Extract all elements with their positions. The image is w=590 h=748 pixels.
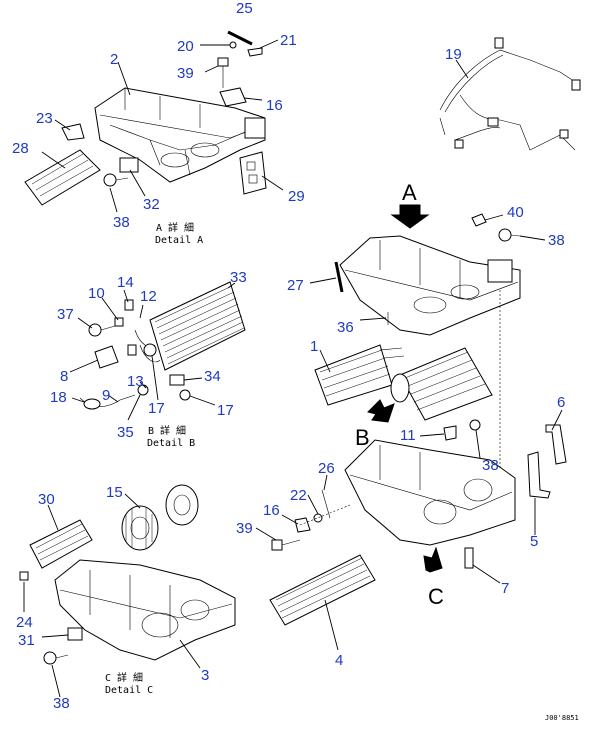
label-5: 5 (530, 533, 538, 550)
main-unit-assembly (269, 204, 567, 626)
detail-c-assembly (19, 484, 236, 665)
detail-c-caption-jp: C 詳 細 (105, 671, 143, 684)
label-10: 10 (88, 285, 105, 302)
label-4: 4 (335, 652, 343, 669)
label-12: 12 (140, 288, 157, 305)
label-38b: 38 (548, 232, 565, 249)
detail-a-assembly (24, 30, 267, 206)
label-17a: 17 (148, 400, 165, 417)
label-17b: 17 (217, 402, 234, 419)
label-15: 15 (106, 484, 123, 501)
detail-b-leaders (69, 282, 236, 421)
label-36: 36 (337, 319, 354, 336)
wire-harness-19 (439, 37, 581, 151)
label-6: 6 (557, 394, 565, 411)
label-30: 30 (38, 491, 55, 508)
detail-a-caption-en: Detail A (155, 235, 203, 246)
detail-captions: A 詳 細 Detail A B 詳 細 Detail B C 詳 細 Deta… (105, 221, 203, 696)
label-19: 19 (445, 46, 462, 63)
detail-b-caption-jp: B 詳 細 (148, 424, 186, 437)
label-39b: 39 (236, 520, 253, 537)
view-letter-b: B (355, 425, 370, 450)
label-25: 25 (236, 0, 253, 17)
label-14: 14 (117, 274, 134, 291)
detail-a-leaders (41, 39, 284, 213)
part-number-labels: 25 20 21 2 39 16 23 28 32 29 38 19 40 38… (12, 0, 565, 712)
label-7: 7 (501, 580, 509, 597)
drawing-code: J00'8851 (545, 714, 579, 722)
label-8: 8 (60, 368, 68, 385)
label-27: 27 (287, 277, 304, 294)
label-16a: 16 (266, 97, 283, 114)
label-23: 23 (36, 110, 53, 127)
label-33: 33 (230, 269, 247, 286)
label-38a: 38 (113, 214, 130, 231)
label-24: 24 (16, 614, 33, 631)
label-38d: 38 (53, 695, 70, 712)
detail-c-caption-en: Detail C (105, 685, 153, 696)
label-16b: 16 (263, 502, 280, 519)
label-18: 18 (50, 389, 67, 406)
view-letter-a: A (402, 180, 417, 205)
view-letter-c: C (428, 584, 444, 609)
label-38c: 38 (482, 457, 499, 474)
label-39a: 39 (177, 65, 194, 82)
label-37: 37 (57, 306, 74, 323)
label-3: 3 (201, 667, 209, 684)
label-28: 28 (12, 140, 29, 157)
label-35: 35 (117, 424, 134, 441)
main-unit-leaders (255, 214, 563, 651)
label-32: 32 (143, 196, 160, 213)
label-22: 22 (290, 487, 307, 504)
label-21: 21 (280, 32, 297, 49)
label-34: 34 (204, 368, 221, 385)
view-letters: A B C (355, 180, 444, 609)
label-13: 13 (127, 373, 144, 390)
label-1: 1 (310, 338, 318, 355)
label-29: 29 (288, 188, 305, 205)
detail-b-caption-en: Detail B (147, 438, 195, 449)
label-31: 31 (18, 632, 35, 649)
label-26: 26 (318, 460, 335, 477)
label-2: 2 (110, 51, 118, 68)
label-11: 11 (400, 427, 416, 444)
detail-b-assembly (79, 281, 246, 410)
detail-c-leaders (23, 493, 201, 698)
label-40: 40 (507, 204, 524, 221)
detail-a-caption-jp: A 詳 細 (156, 221, 194, 234)
label-20: 20 (177, 38, 194, 55)
label-9: 9 (102, 387, 110, 404)
